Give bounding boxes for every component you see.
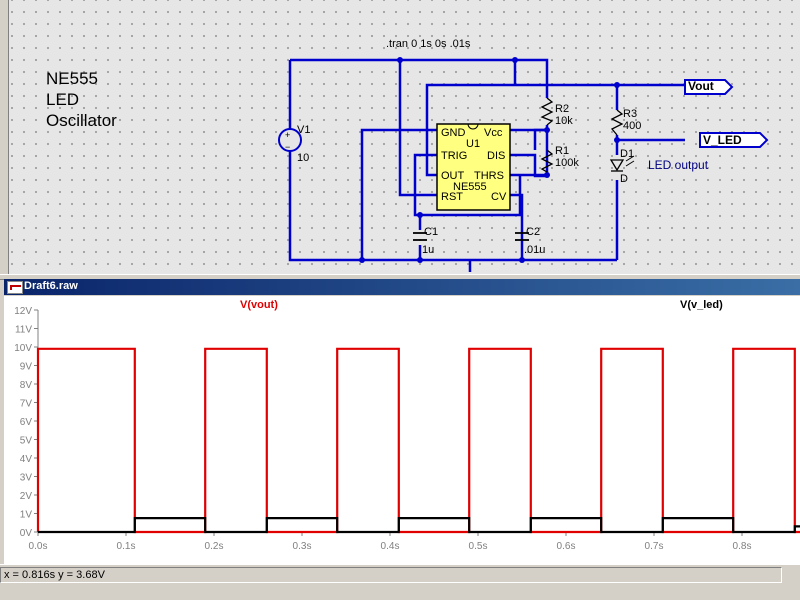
r1-ref: R1	[555, 145, 570, 157]
u1-pin-thrs: THRS	[474, 170, 504, 182]
schematic-drawing: + −	[278, 57, 769, 272]
x-tick-label: 0.3s	[293, 541, 312, 552]
y-axis-ticks: 0V 1V 2V 3V 4V 5V 6V 7V 8V 9V 10V 11V 12V	[14, 306, 38, 539]
x-tick-label: 0.2s	[205, 541, 224, 552]
u1-part-name: NE555	[453, 181, 487, 193]
net-flags	[684, 79, 769, 148]
y-tick-label: 2V	[20, 491, 33, 502]
net-label-vout[interactable]: Vout	[688, 79, 714, 93]
schematic-editor[interactable]: + − NE555 LED Oscillator .tran 0 1s 0s .…	[0, 0, 800, 274]
net-label-v-led[interactable]: V_LED	[703, 133, 742, 147]
x-tick-label: 0.5s	[469, 541, 488, 552]
r3-ref: R3	[623, 108, 638, 120]
x-tick-label: 0.1s	[117, 541, 136, 552]
led-output-comment: LED output	[648, 158, 709, 172]
r3-value: 400	[623, 120, 642, 132]
y-tick-label: 8V	[20, 380, 33, 391]
legend-v-led[interactable]: V(v_led)	[680, 299, 723, 311]
schematic-note-text: NE555 LED Oscillator	[46, 69, 117, 130]
x-axis-ticks: 0.0s 0.1s 0.2s 0.3s 0.4s 0.5s 0.6s 0.7s 0.8s	[29, 532, 752, 552]
u1-pin-dis: DIS	[487, 150, 506, 162]
d1-symbol	[609, 155, 635, 172]
u1-pin-out: OUT	[441, 170, 465, 182]
r2-value: 10k	[555, 115, 573, 127]
y-tick-label: 6V	[20, 417, 33, 428]
legend-vout[interactable]: V(vout)	[240, 299, 278, 311]
resistor-zigzags	[540, 97, 624, 173]
c2-ref: C2	[526, 226, 541, 238]
y-tick-label: 11V	[15, 325, 32, 336]
u1-pin-gnd: GND	[441, 127, 466, 139]
plot-window-titlebar[interactable]: Draft6.raw	[4, 279, 800, 295]
c1-ref: C1	[424, 226, 439, 238]
status-panel: x = 0.816s y = 3.68V	[0, 567, 782, 583]
y-tick-label: 4V	[20, 454, 33, 465]
capacitor-plates	[413, 232, 529, 241]
y-tick-label: 12V	[14, 306, 32, 317]
schematic-wires	[288, 58, 685, 272]
trace-vout[interactable]	[36, 347, 800, 534]
trace-v-led[interactable]	[38, 517, 800, 534]
plot-window-title: Draft6.raw	[24, 280, 78, 292]
y-tick-label: 5V	[20, 436, 33, 447]
x-tick-label: 0.6s	[557, 541, 576, 552]
svg-text:−: −	[285, 142, 290, 152]
r1-value: 100k	[555, 157, 579, 169]
d1-ref: D1	[620, 148, 635, 160]
x-tick-label: 0.4s	[381, 541, 400, 552]
x-tick-label: 0.7s	[645, 541, 664, 552]
u1-pin-trig: TRIG	[441, 150, 468, 162]
r2-ref: R2	[555, 103, 570, 115]
x-tick-label: 0.0s	[29, 541, 48, 552]
svg-text:+: +	[285, 130, 290, 140]
d1-value: D	[620, 173, 628, 185]
v1-value: 10	[297, 152, 310, 164]
y-tick-label: 1V	[20, 510, 33, 521]
y-tick-label: 7V	[20, 399, 33, 410]
window-bottom-edge	[0, 585, 800, 600]
y-tick-label: 3V	[20, 473, 33, 484]
v1-symbol: + −	[278, 128, 302, 152]
u1-pin-rst: RST	[441, 191, 463, 203]
y-tick-label: 10V	[14, 343, 32, 354]
y-tick-label: 9V	[20, 362, 33, 373]
u1-pin-vcc: Vcc	[484, 127, 503, 139]
chart-traces	[36, 347, 800, 534]
u1-ref: U1	[466, 138, 481, 150]
wire-junctions	[359, 57, 620, 263]
c1-value: 1u	[422, 244, 435, 256]
v1-ref: V1	[297, 124, 311, 136]
u1-body	[436, 123, 511, 211]
status-bar: x = 0.816s y = 3.68V	[0, 564, 800, 585]
schematic-left-border	[0, 0, 9, 274]
waveform-icon	[7, 281, 23, 294]
tran-directive[interactable]: .tran 0 1s 0s .01s	[386, 38, 471, 50]
y-tick-label: 0V	[20, 528, 33, 539]
u1-pin-cv: CV	[491, 191, 507, 203]
cursor-readout: x = 0.816s y = 3.68V	[4, 569, 105, 581]
x-tick-label: 0.8s	[733, 541, 752, 552]
c2-value: .01u	[524, 244, 546, 256]
